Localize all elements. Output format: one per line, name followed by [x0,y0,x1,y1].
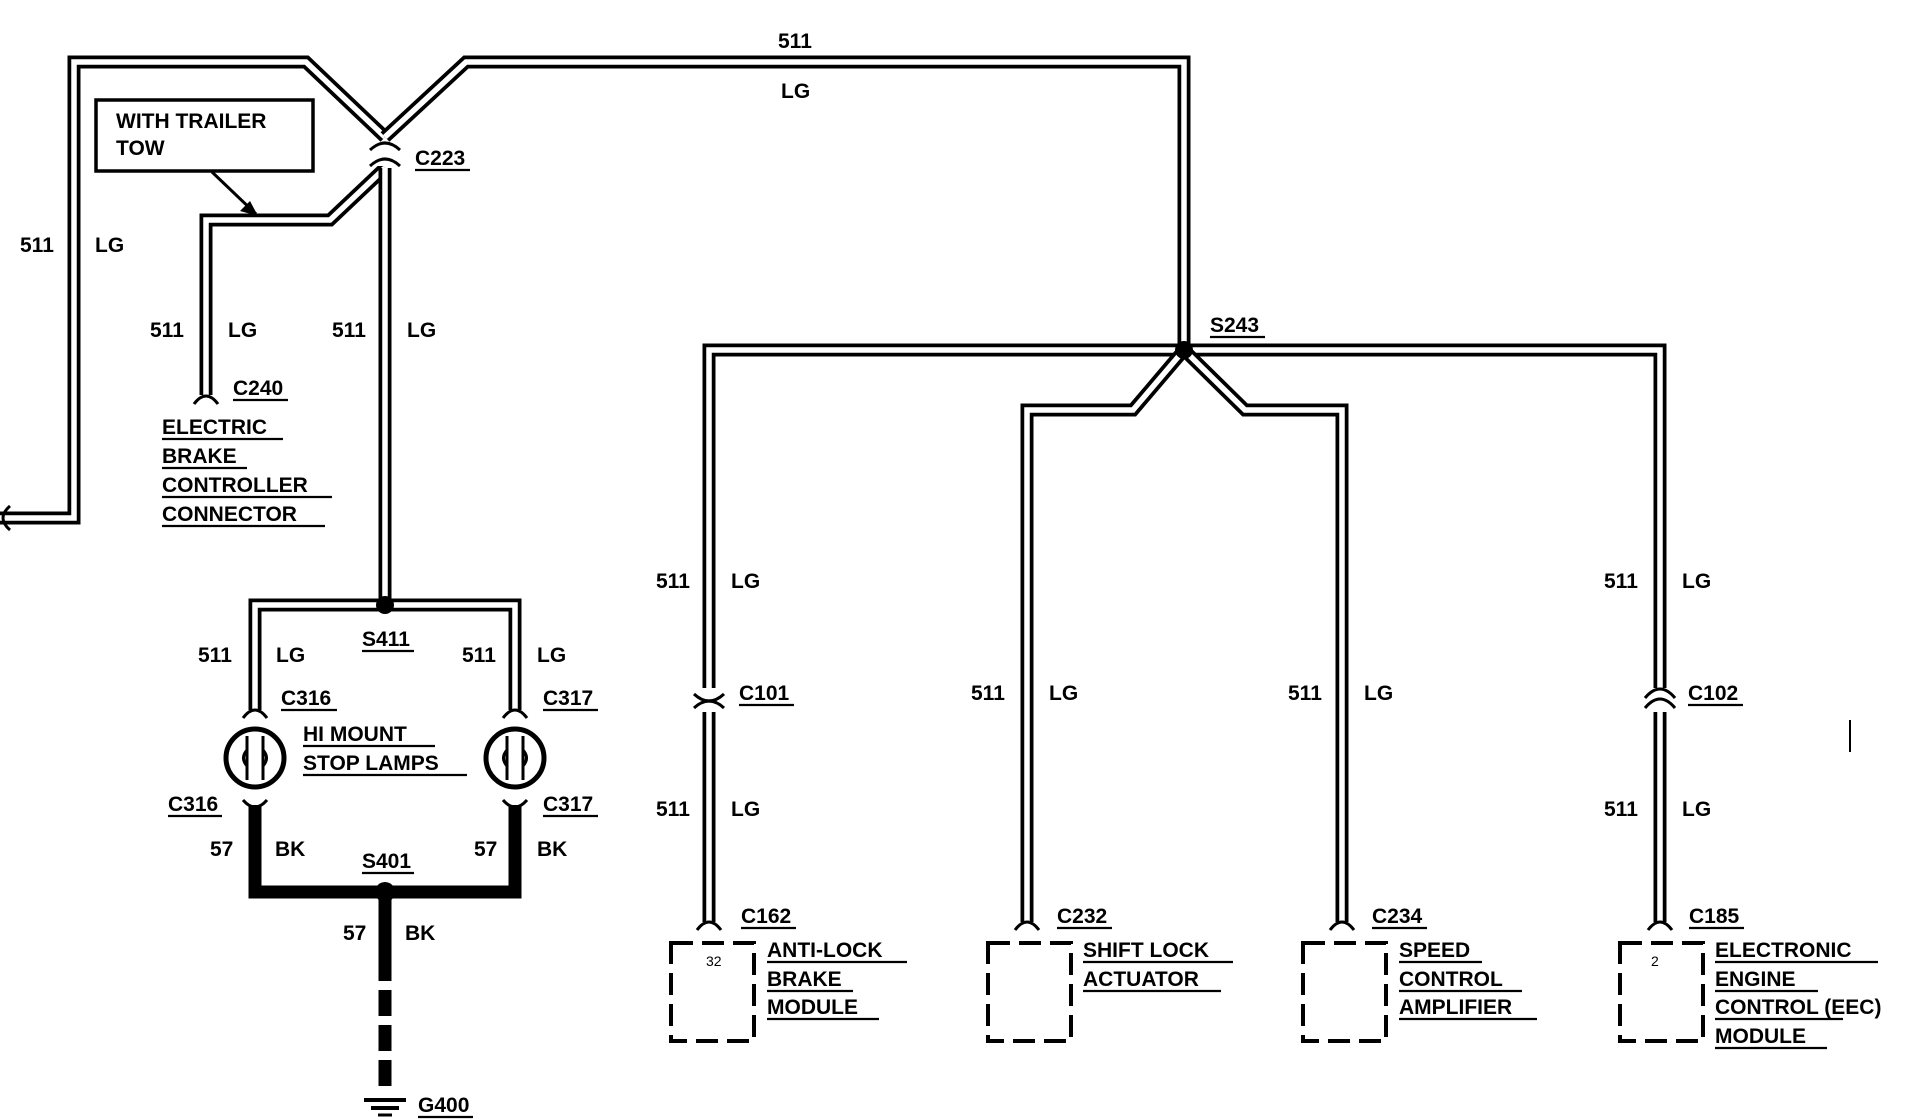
wire-label-circuit: 511 [150,319,184,342]
abs-module-line2: BRAKE [767,968,842,991]
splice-s401-dot [375,882,395,902]
wire-label-circuit: 511 [1604,798,1638,821]
wire-label-color: LG [95,234,124,257]
connector-c232-label: C232 [1057,905,1107,928]
shift-lock-line1: SHIFT LOCK [1083,939,1209,962]
stop-lamp-left [223,726,287,790]
abs-module-line1: ANTI-LOCK [767,939,882,962]
stop-lamp-right [483,726,547,790]
stop-lamps-line2: STOP LAMPS [303,752,439,775]
ground-wire-color: BK [275,838,305,861]
eec-module-line2: ENGINE [1715,968,1796,991]
wire-label-circuit: 511 [778,30,812,53]
wire-label-color: LG [276,644,305,667]
connector-c185-label: C185 [1689,905,1740,928]
stop-lamps-line1: HI MOUNT [303,723,407,746]
wire-label-circuit: 511 [971,682,1005,705]
ground-wire-color: BK [405,922,435,945]
abs-module-line3: MODULE [767,996,858,1019]
trailer-tow-note-line1: WITH TRAILER [116,110,266,133]
brake-controller-line3: CONTROLLER [162,474,308,497]
lg-wires [0,55,1667,922]
wire-label-color: LG [1049,682,1078,705]
shift-lock-line2: ACTUATOR [1083,968,1199,991]
abs-module-box [669,941,756,1043]
splice-s243-label: S243 [1210,314,1259,337]
ground-symbol [364,1098,406,1117]
eec-module-line1: ELECTRONIC [1715,939,1852,962]
wire-label-color: LG [1364,682,1393,705]
connector-c162-label: C162 [741,905,791,928]
connector-c234-label: C234 [1372,905,1423,928]
eec-module-line3: CONTROL (EEC) [1715,996,1881,1019]
ground-wire-circuit: 57 [343,922,366,945]
connector-c101-label: C101 [739,682,790,705]
wire-label-color: LG [1682,570,1711,593]
connector-c317-label: C317 [543,687,593,710]
wire-label-color: LG [228,319,257,342]
eec-pin-number: 2 [1651,953,1659,969]
connector-symbols [1,141,1677,931]
wire-label-circuit: 511 [462,644,496,667]
trailer-tow-note-box [94,98,315,173]
speed-control-box [1301,941,1388,1043]
wire-label-circuit: 511 [656,570,690,593]
wire-label-color: LG [731,798,760,821]
eec-module-box [1618,941,1705,1043]
brake-controller-line2: BRAKE [162,445,237,468]
connector-c316-lower-label: C316 [168,793,218,816]
splice-s411-dot [376,596,394,614]
wire-label-color: LG [407,319,436,342]
shift-lock-box [986,941,1073,1043]
ground-wire-circuit: 57 [210,838,233,861]
wire-label-circuit: 511 [332,319,366,342]
wire-label-circuit: 511 [1604,570,1638,593]
splice-s243-dot [1175,341,1193,359]
connector-c240-label: C240 [233,377,283,400]
splice-s401-label: S401 [362,850,411,873]
brake-controller-line1: ELECTRIC [162,416,267,439]
speed-control-line2: CONTROL [1399,968,1503,991]
brake-controller-line4: CONNECTOR [162,503,297,526]
connector-c317-lower-label: C317 [543,793,593,816]
wire-label-circuit: 511 [656,798,690,821]
wire-label-color: LG [731,570,760,593]
splice-dots [375,341,1193,902]
connector-c102-label: C102 [1688,682,1738,705]
connector-c316-label: C316 [281,687,331,710]
speed-control-line3: AMPLIFIER [1399,996,1512,1019]
trailer-tow-note-line2: TOW [116,137,165,160]
wire-label-circuit: 511 [1288,682,1322,705]
ground-g400-label: G400 [418,1094,469,1117]
wire-label-color: LG [781,80,810,103]
speed-control-line1: SPEED [1399,939,1470,962]
wire-label-circuit: 511 [198,644,232,667]
abs-pin-number: 32 [706,953,722,969]
wire-label-circuit: 511 [20,234,54,257]
wire-label-color: LG [1682,798,1711,821]
splice-s411-label: S411 [362,628,410,651]
ground-wire-circuit: 57 [474,838,497,861]
wire-label-color: LG [537,644,566,667]
ground-wire-color: BK [537,838,567,861]
connector-c223-label: C223 [415,147,465,170]
eec-module-line4: MODULE [1715,1025,1806,1048]
